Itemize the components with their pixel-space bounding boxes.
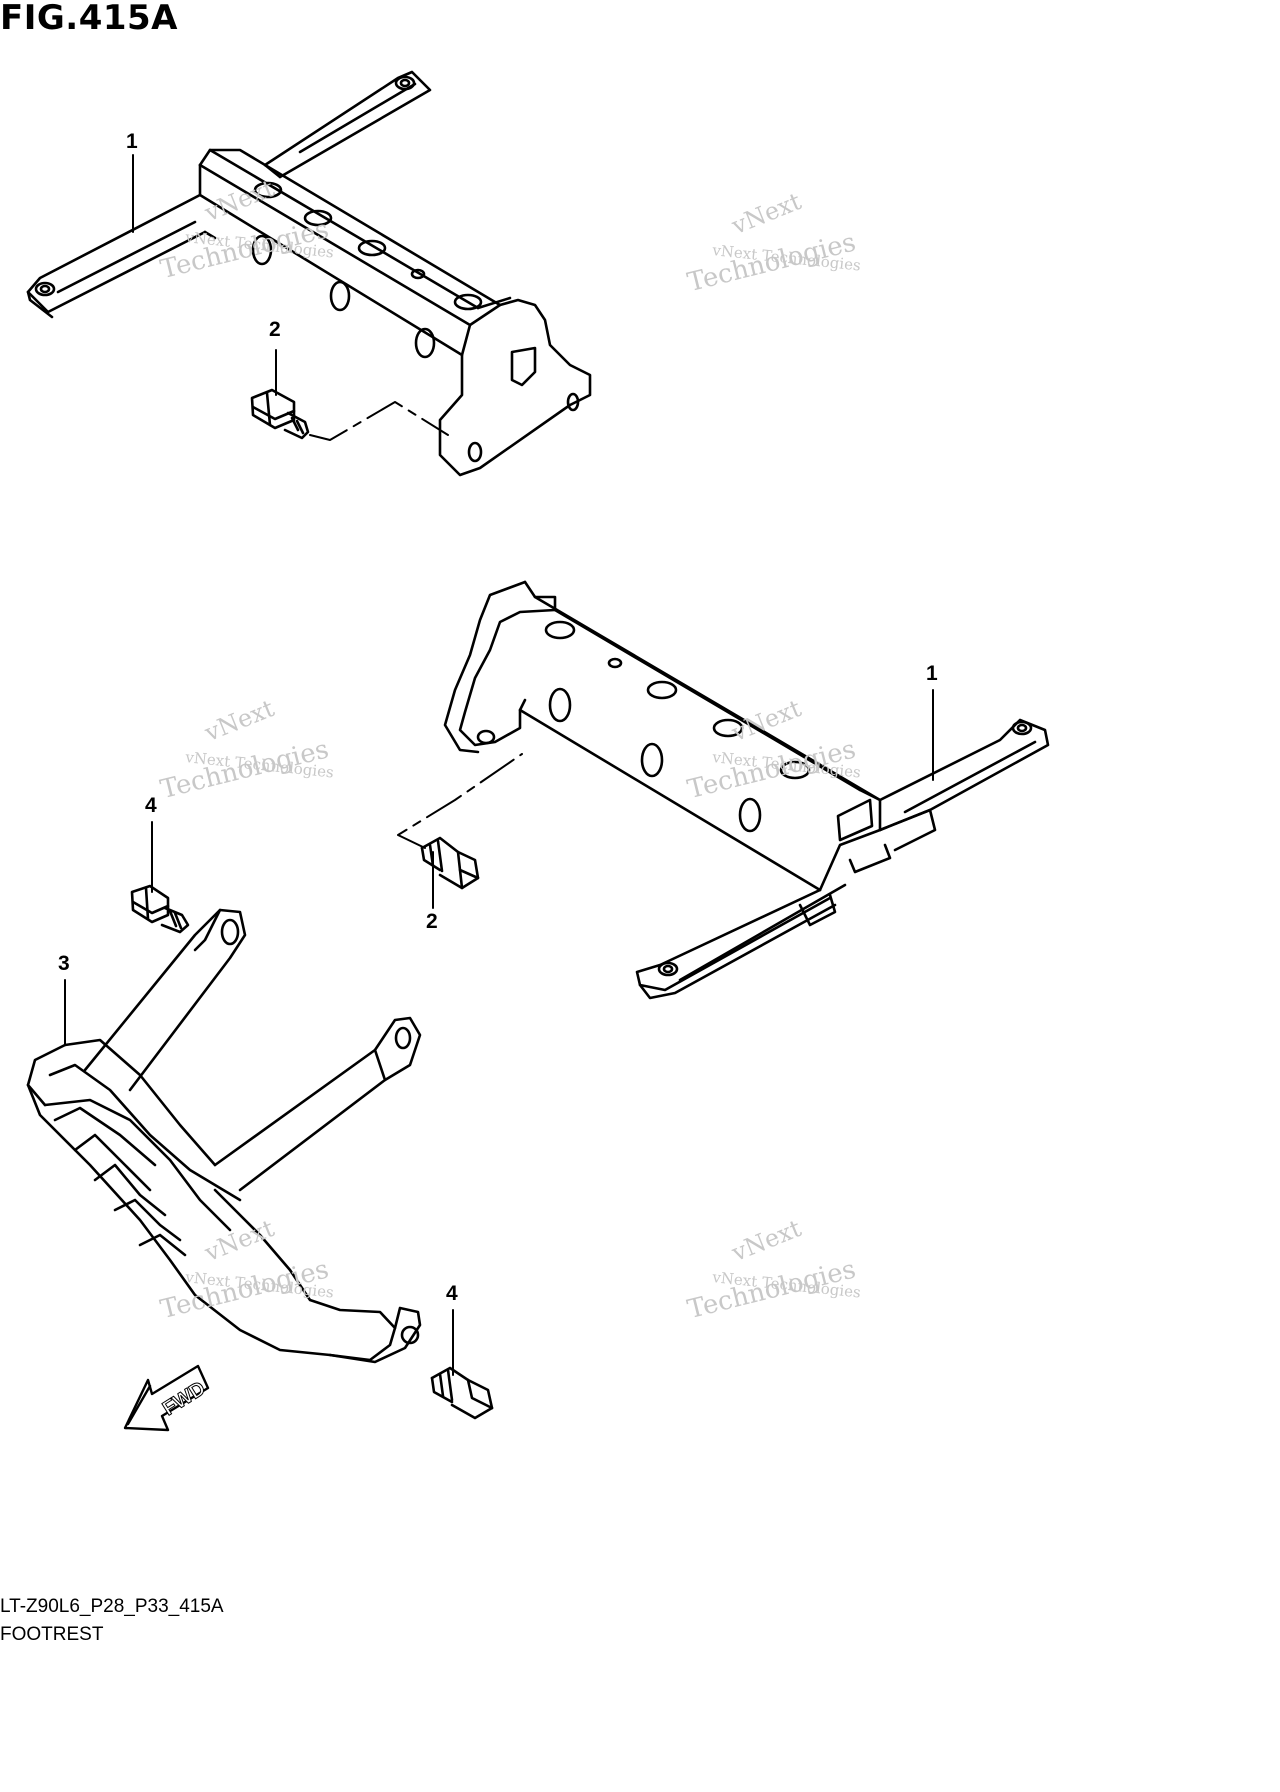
figure-title: FIG.415A [0,0,178,38]
figure-code: LT-Z90L6_P28_P33_415A [0,1596,224,1617]
callout-2-upper: 2 [269,318,281,341]
callout-4-upper: 4 [145,794,157,817]
foot-guard [26,908,422,1364]
guard-bolt-upper [130,884,190,934]
callout-4-lower: 4 [446,1282,458,1305]
callout-3: 3 [58,952,70,975]
callout-leaders [64,154,934,1376]
lower-leader-line [397,753,523,849]
upper-leader-line [309,401,449,441]
svg-text:vNext: vNext [727,1214,805,1267]
svg-text:vNext: vNext [200,694,278,747]
lower-footrest-bracket [443,580,1050,1000]
figure-name: FOOTREST [0,1624,104,1645]
lower-bolt-part2 [420,836,480,890]
fwd-arrow [123,1364,210,1432]
svg-text:vNext: vNext [727,187,805,240]
upper-bolt [250,388,310,440]
callout-2-lower: 2 [426,910,438,933]
upper-footrest-bracket [26,70,592,477]
callout-1-lower: 1 [926,662,938,685]
guard-bolt-lower [430,1366,494,1420]
svg-text:vNext: vNext [200,1214,278,1267]
svg-text:vNext: vNext [727,694,805,747]
callout-1-upper: 1 [126,130,138,153]
